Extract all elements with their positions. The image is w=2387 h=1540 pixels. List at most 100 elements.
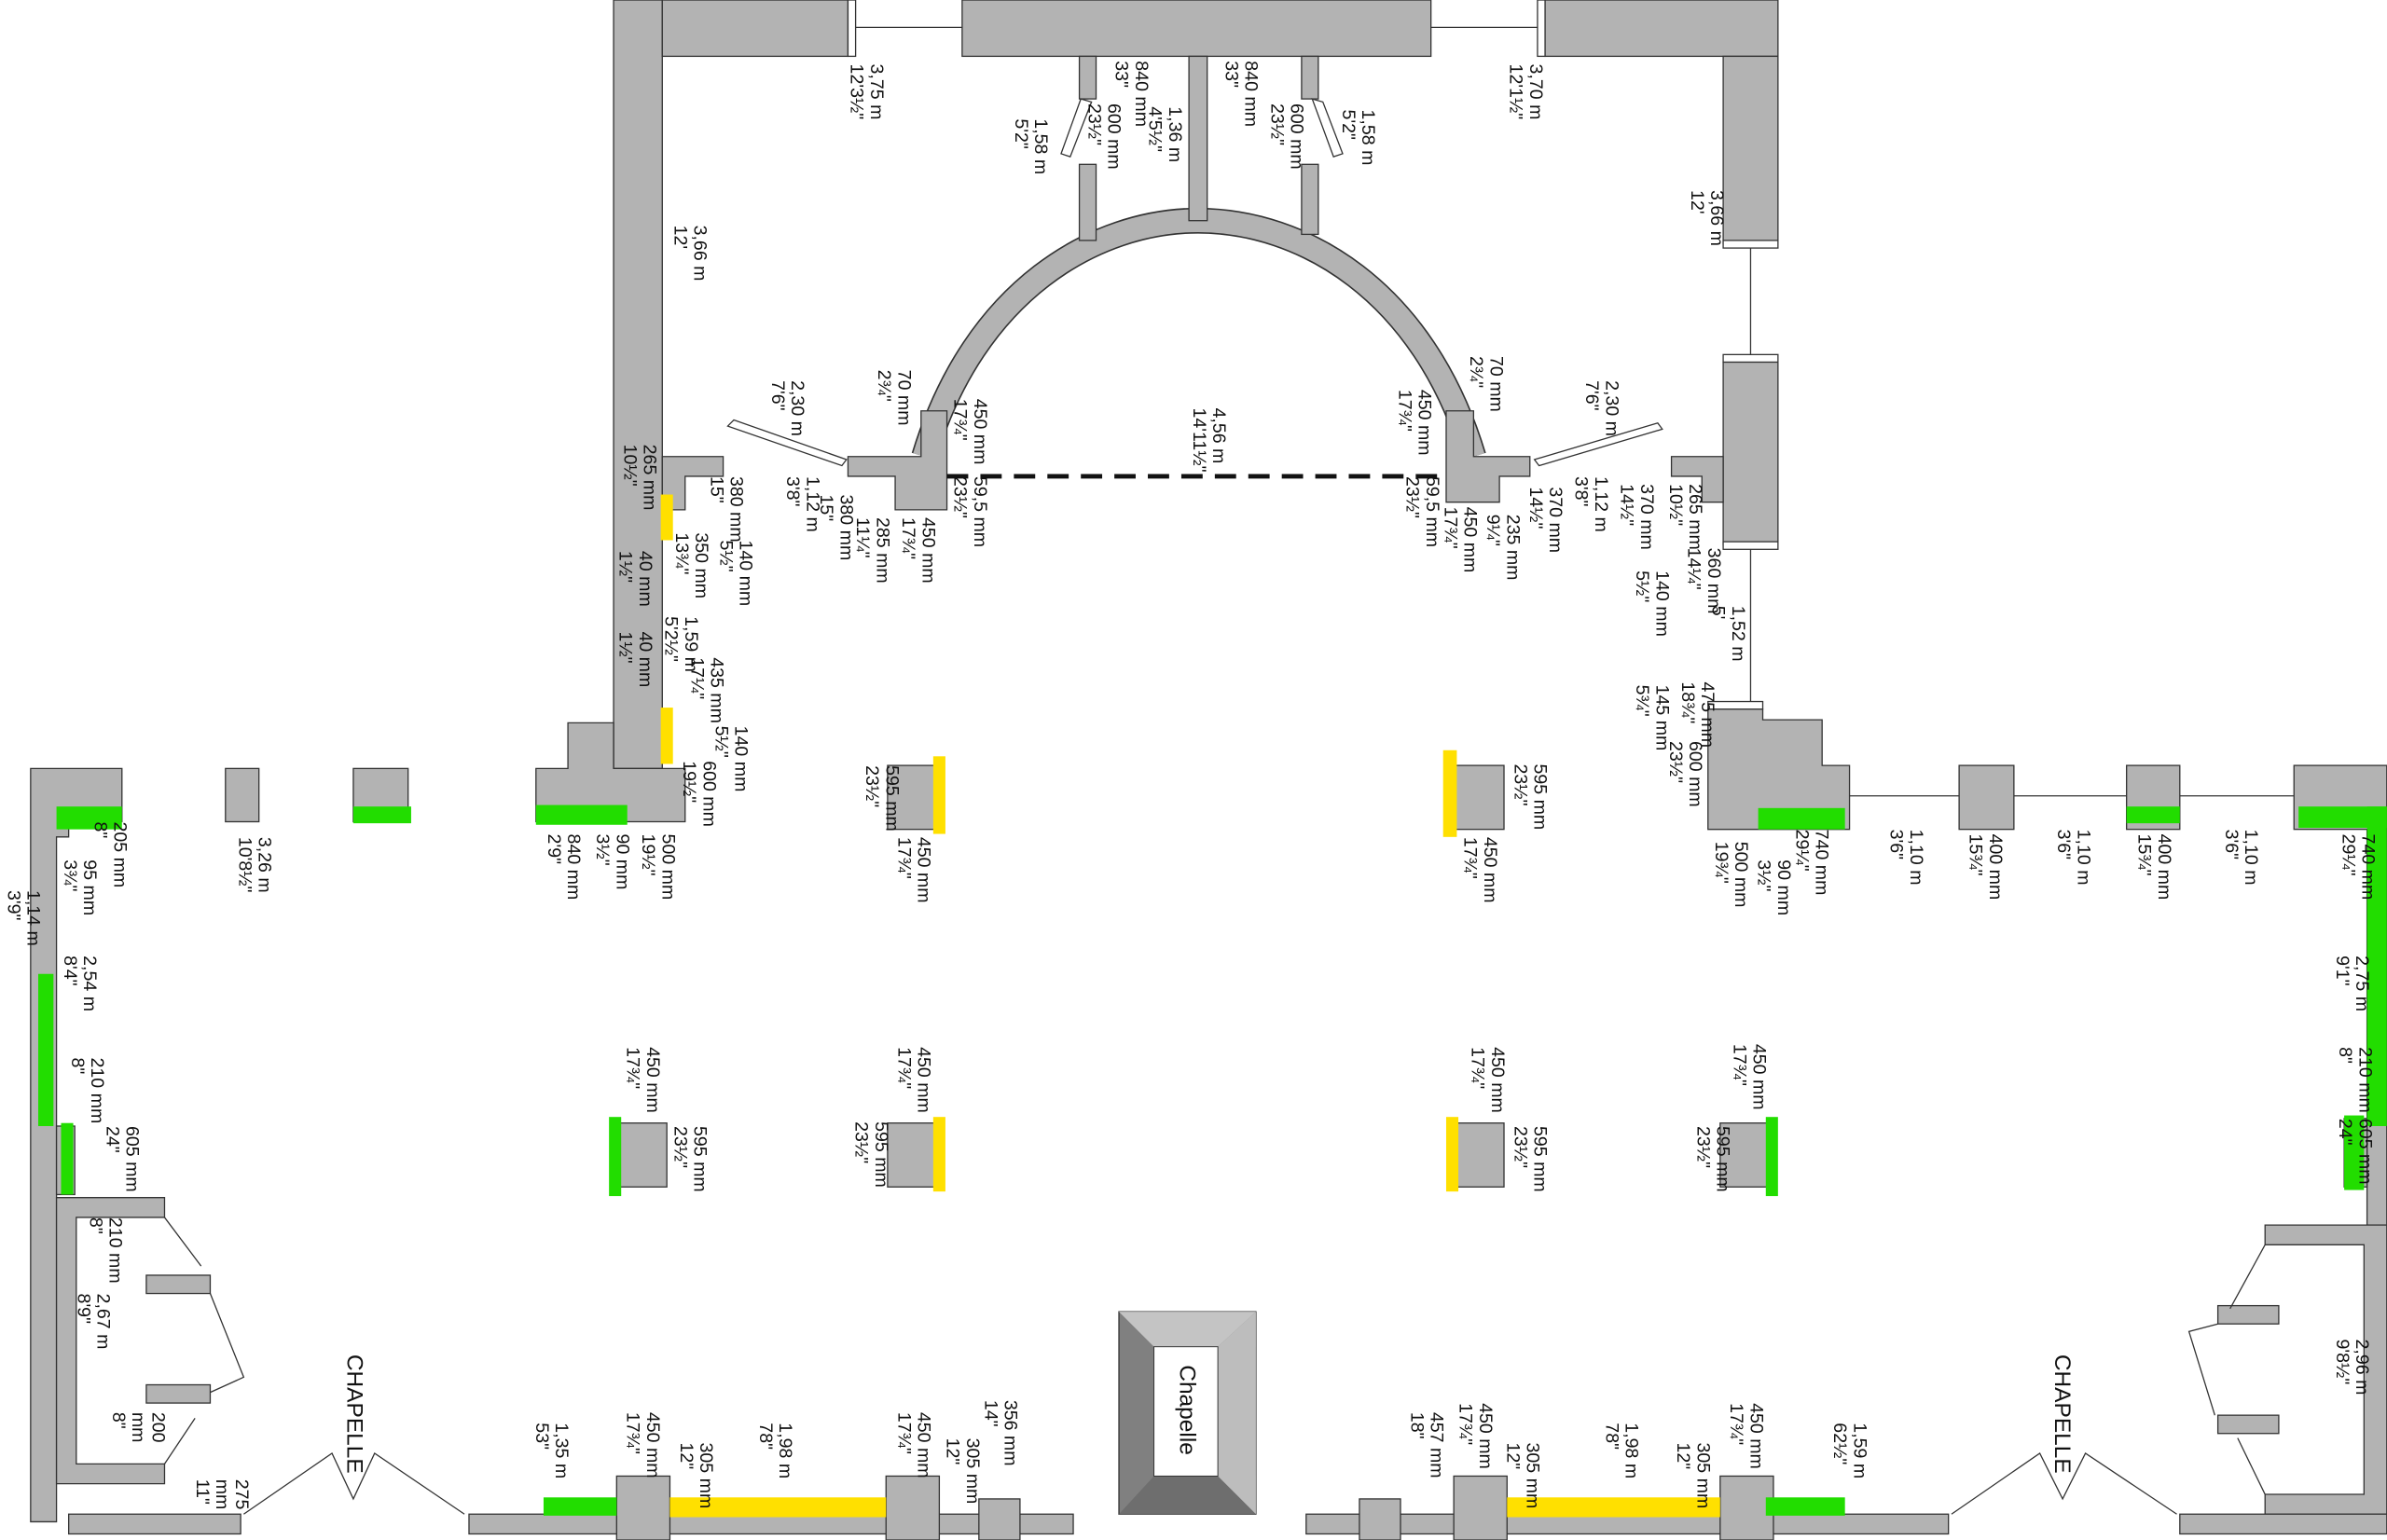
dimension-line: 5': [1708, 606, 1729, 620]
dimension-label: 500 mm19¾": [1711, 842, 1751, 908]
dimension-line: 5½": [1632, 571, 1652, 602]
dimension-label: 360 mm14¼": [1684, 548, 1724, 614]
dimension-line: 17¾": [1456, 1403, 1476, 1445]
dimension-line: 600 mm: [1286, 103, 1306, 170]
dimension-label: 70 mm2¾": [1466, 356, 1506, 412]
dimension-line: 740 mm: [1812, 830, 1832, 896]
dimension-label: 450 mm17¾": [1730, 1044, 1770, 1110]
dimension-line: 3'6": [1886, 830, 1907, 860]
dimension-line: 1,58 m: [1030, 118, 1051, 174]
dimension-label: 285 mm11¼": [852, 517, 892, 584]
dimension-line: 29¼": [1791, 830, 1812, 872]
dimension-line: 1,98 m: [775, 1423, 795, 1478]
dimension-label: 600 mm23½": [1083, 103, 1124, 170]
dimension-label: 450 mm17¾": [1726, 1403, 1766, 1469]
dimension-line: 33": [1111, 61, 1132, 88]
dimension-label: 840 mm2'9": [544, 834, 584, 901]
dimension-line: 7'6": [1581, 380, 1602, 411]
wall-right-upper: [1722, 55, 1779, 244]
dimension-label: 595 mm23½": [669, 1126, 710, 1192]
pier: [145, 1274, 212, 1295]
arch-base-right: [1445, 410, 1531, 503]
dimension-label: 400 mm15¾": [1966, 834, 2006, 901]
chapelle-box: Chapelle: [1118, 1311, 1257, 1515]
dimension-line: 450 mm: [914, 1412, 934, 1478]
dimension-line: 53": [531, 1423, 552, 1450]
dimension-line: 500 mm: [657, 834, 678, 901]
dimension-line: 450 mm: [914, 1047, 934, 1113]
dimension-line: 8'9": [73, 1294, 93, 1325]
dimension-line: 70 mm: [893, 370, 914, 426]
dimension-label: 3,66 m12': [669, 226, 710, 282]
wall-top-left: [661, 0, 849, 58]
dimension-line: 210 mm: [2354, 1047, 2375, 1113]
dimension-line: 33": [1221, 61, 1241, 88]
column: [613, 1122, 668, 1188]
door-swing: [163, 1418, 196, 1464]
dimension-label: 380 mm15": [707, 476, 747, 543]
pillar: [615, 1475, 671, 1540]
dimension-line: 23½": [1510, 763, 1530, 805]
dimension-line: 23½": [950, 476, 971, 518]
dimension-line: 2,67 m: [93, 1294, 114, 1350]
dimension-label: 1,12 m3'8": [1571, 476, 1611, 532]
dimension-line: 435 mm: [707, 657, 727, 723]
dimension-line: 3,66 m: [690, 226, 711, 282]
dimension-line: 19½": [638, 834, 658, 876]
dimension-line: 9¼": [1483, 515, 1503, 546]
dimension-line: 12': [669, 226, 690, 250]
dimension-line: 140 mm: [736, 541, 756, 607]
dimension-line: 90 mm: [612, 834, 632, 890]
dimension-label: 457 mm18": [1406, 1412, 1446, 1478]
dimension-label: 1,98 m78": [755, 1423, 795, 1478]
dimension-line: 210 mm: [87, 1058, 107, 1124]
dimension-line: 23½": [669, 1126, 690, 1168]
dimension-line: 400 mm: [2154, 834, 2174, 901]
wall-stub: [1078, 55, 1097, 100]
dimension-label: 210 mm8": [86, 1217, 126, 1284]
dimension-line: 15": [816, 495, 836, 522]
dimension-line: 450 mm: [1749, 1044, 1770, 1110]
dimension-label: 1,10 m3'6": [2221, 830, 2261, 886]
dimension-label: 3,66 m12': [1687, 190, 1727, 246]
dimension-line: 15": [707, 476, 727, 503]
dimension-label: 450 mm17¾": [893, 1047, 933, 1113]
dimension-line: 595 mm: [1530, 1126, 1551, 1192]
dimension-label: 1,98 m78": [1601, 1423, 1641, 1478]
dimension-line: 400 mm: [1985, 834, 2006, 901]
dimension-line: 210 mm: [105, 1217, 126, 1284]
bracket-left: [55, 1197, 166, 1485]
dimension-line: 500 mm: [1731, 842, 1751, 908]
dimension-line: 3½": [1754, 859, 1774, 891]
dimension-line: mm: [212, 1479, 232, 1510]
pillar: [1719, 1475, 1774, 1540]
dimension-line: 840 mm: [1241, 61, 1262, 127]
dimension-line: 14": [980, 1400, 1000, 1427]
dimension-label: 140 mm5½": [1632, 571, 1672, 637]
dimension-line: 145 mm: [1651, 685, 1672, 751]
dimension-label: 2,54 m8'4": [60, 956, 100, 1011]
dimension-label: 200mm8": [108, 1412, 168, 1443]
dimension-label: 305 mm12": [1502, 1443, 1542, 1509]
dimension-line: 29¼": [2338, 834, 2358, 876]
yellow-highlights: [660, 494, 1720, 1518]
dimension-line: 5¾": [1632, 685, 1652, 717]
dimension-label: 605 mm24": [102, 1126, 142, 1192]
dimension-labels: 3,75 m12'3½"3,70 m12'1½"3,66 m12'3,66 m1…: [3, 61, 2378, 1509]
arch-base-left: [847, 410, 948, 511]
dimension-line: 4'5½": [1145, 106, 1166, 152]
dimension-line: 23½": [1665, 741, 1686, 783]
dimension-label: 3,70 m12'1½": [1506, 64, 1546, 120]
pillar: [885, 1475, 941, 1540]
dimension-label: 1,58 m5'2": [1338, 110, 1378, 166]
dimension-label: 595 mm23½": [1510, 763, 1550, 830]
dimension-label: 595 mm23½": [1510, 1126, 1550, 1192]
dimension-line: 3½": [592, 834, 613, 866]
dimension-label: 3,26 m10'8½": [234, 837, 274, 893]
dimension-label: 740 mm29¼": [1791, 830, 1831, 896]
dimension-line: 18¾": [1677, 681, 1698, 723]
dimension-line: 1,59 m: [681, 616, 701, 672]
pillar: [1359, 1498, 1401, 1540]
dimension-line: 8'4": [60, 956, 80, 986]
dimension-line: 2,30 m: [787, 380, 807, 436]
